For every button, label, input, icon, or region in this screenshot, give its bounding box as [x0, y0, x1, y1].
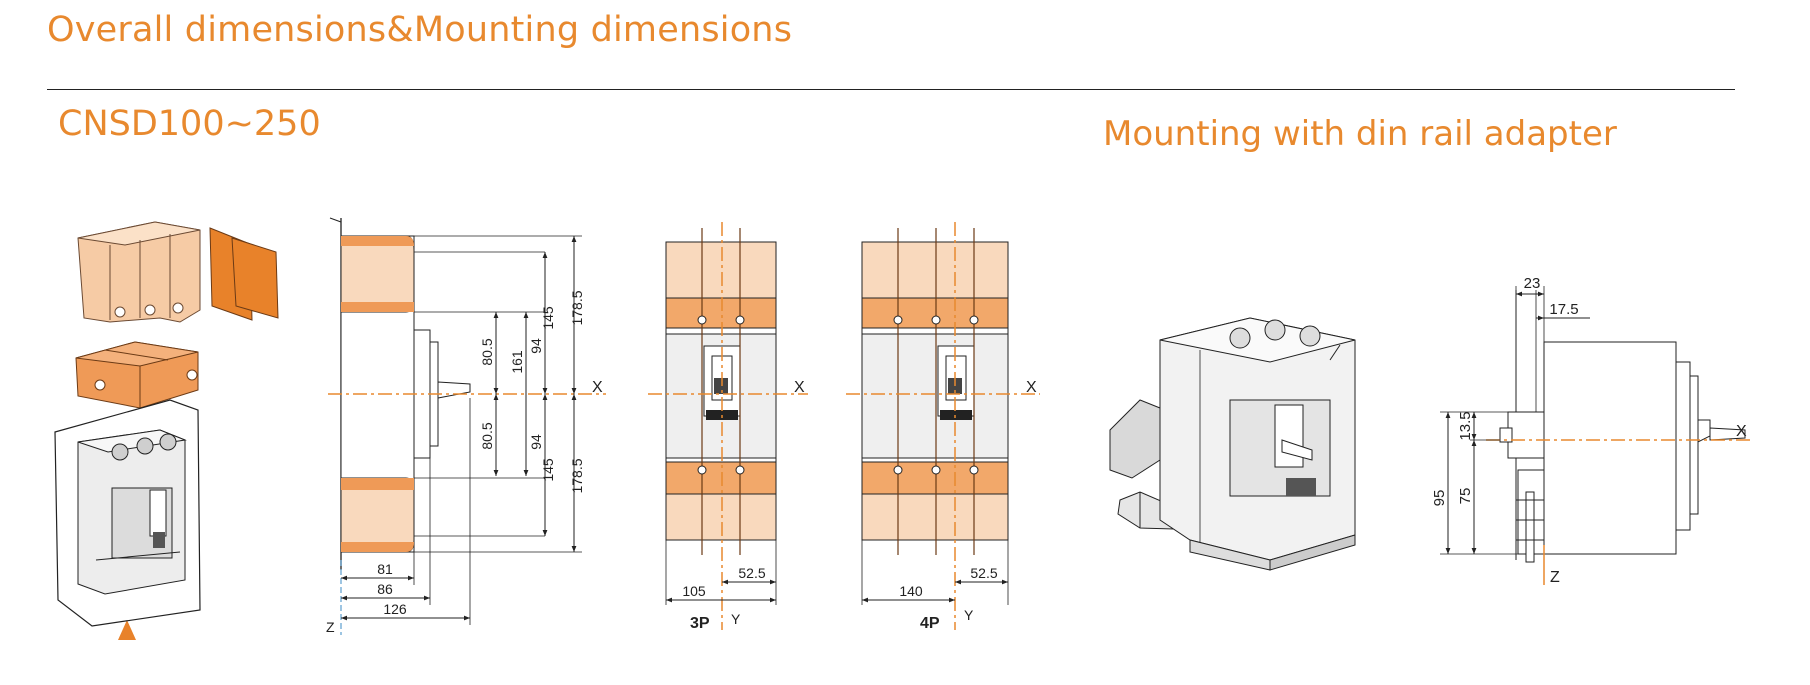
dim-80-5-bottom: 80.5 — [479, 422, 495, 449]
4p-dim-140: 140 — [899, 583, 923, 599]
3p-dim-52-5: 52.5 — [738, 565, 765, 581]
din-axis-x: X — [1736, 423, 1747, 440]
din-dim-95: 95 — [1431, 490, 1448, 507]
dim-94-bottom: 94 — [528, 434, 544, 450]
side-axis-z: Z — [326, 619, 335, 635]
title-divider — [47, 89, 1735, 90]
front-view-4p: X Y 4P 52.5 140 — [846, 222, 1040, 632]
front-view-3p: X Y 3P 52.5 105 — [648, 222, 808, 632]
3p-axis-y: Y — [731, 611, 741, 627]
dim-145-top: 145 — [540, 306, 556, 330]
dim-145-bottom: 145 — [540, 458, 556, 482]
4p-axis-x: X — [1026, 379, 1037, 396]
model-heading: CNSD100~250 — [58, 104, 321, 144]
dim-161: 161 — [509, 350, 525, 374]
side-axis-x: X — [592, 379, 603, 396]
exploded-assembly-illustration — [54, 221, 279, 640]
din-rail-heading: Mounting with din rail adapter — [1103, 114, 1617, 154]
3p-pole-label: 3P — [690, 615, 710, 632]
dim-94-top: 94 — [528, 338, 544, 354]
din-dim-75: 75 — [1457, 488, 1474, 505]
page-title: Overall dimensions&Mounting dimensions — [47, 10, 793, 50]
side-view-drawing: X Z 80.5 80.5 161 94 94 145 145 178.5 17… — [326, 217, 606, 635]
dim-126: 126 — [383, 601, 407, 617]
4p-dim-52-5: 52.5 — [970, 565, 997, 581]
din-axis-z: Z — [1550, 569, 1560, 586]
din-dim-13-5: 13.5 — [1457, 411, 1474, 440]
dim-178-5-bottom: 178.5 — [569, 458, 585, 493]
din-side-view: X Z 23 17.5 13.5 75 95 — [1431, 275, 1752, 586]
3p-axis-x: X — [794, 379, 805, 396]
din-dim-23: 23 — [1524, 275, 1541, 292]
dim-80-5-top: 80.5 — [479, 338, 495, 365]
dim-86: 86 — [377, 581, 393, 597]
din-rail-illustration — [1109, 317, 1356, 571]
dim-81: 81 — [377, 561, 393, 577]
3p-dim-105: 105 — [682, 583, 706, 599]
4p-pole-label: 4P — [920, 615, 940, 632]
dim-178-5-top: 178.5 — [569, 290, 585, 325]
din-dim-17-5: 17.5 — [1549, 301, 1578, 318]
4p-axis-y: Y — [964, 607, 974, 623]
